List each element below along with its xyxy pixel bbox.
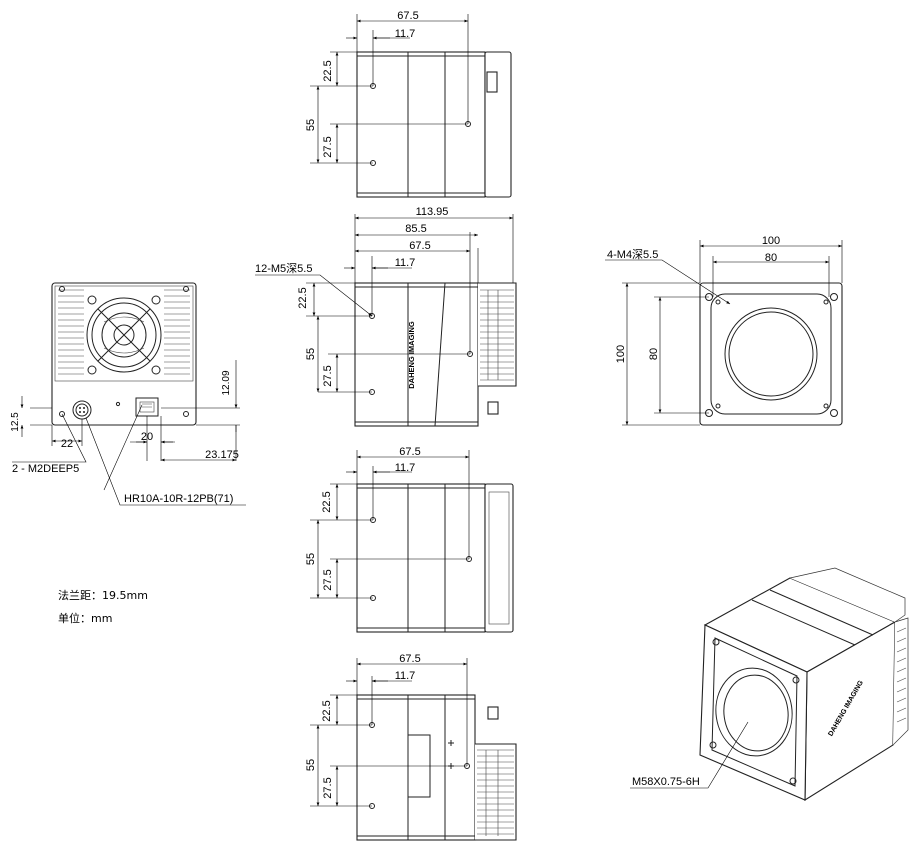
dim-80-w: 80 (765, 252, 777, 264)
dim-67-5: 67.5 (397, 10, 418, 22)
dim-67-5-bottom: 67.5 (399, 446, 420, 458)
dim-12-09: 12.09 (221, 370, 232, 395)
dim-11-7: 11.7 (395, 28, 416, 40)
fan-icon (86, 295, 162, 375)
led-icon (115, 401, 121, 407)
callout-m2: 2 - M2DEEP5 (12, 463, 79, 475)
dim-67-5-side: 67.5 (409, 240, 430, 252)
flange-distance-note: 法兰距：19.5mm (58, 589, 148, 602)
dim-12-5: 12.5 (10, 412, 21, 432)
screw-icon (823, 299, 829, 305)
dim-27-5-base: 27.5 (322, 777, 334, 798)
screw-icon (183, 411, 189, 417)
dim-67-5-base: 67.5 (399, 653, 420, 665)
screw-icon (792, 676, 800, 684)
screw-icon (789, 777, 797, 785)
dim-22-5-bottom: 22.5 (321, 491, 333, 512)
screw-icon (709, 741, 717, 749)
dim-22-5-side: 22.5 (297, 287, 309, 308)
top-view: 67.5 11.7 22.5 55 27.5 (305, 10, 512, 198)
dim-55-bottom: 55 (305, 553, 317, 565)
screw-icon (715, 403, 721, 409)
dim-100-h: 100 (615, 345, 627, 363)
dim-11-7-bottom: 11.7 (395, 462, 416, 474)
fin (478, 282, 517, 387)
dim-27-5-side: 27.5 (322, 365, 334, 386)
dim-11-7-side: 11.7 (395, 257, 416, 269)
dim-22: 22 (61, 438, 73, 450)
screw-icon (59, 286, 65, 292)
screw-icon (712, 638, 720, 646)
back-view: 12.5 22 20 23.175 12.09 2 - M2DEEP5 HR10… (10, 282, 246, 506)
callout-hr10a: HR10A-10R-12PB(71) (124, 493, 233, 505)
dim-22-5-base: 22.5 (321, 700, 333, 721)
screw-icon (823, 403, 829, 409)
dim-22-5: 22.5 (322, 60, 334, 81)
front-view: 100 80 100 80 4-M4深5.5 (605, 235, 843, 426)
logo: DAHENG IMAGING (407, 321, 416, 389)
units-note: 单位：mm (58, 612, 113, 625)
dim-85-5: 85.5 (405, 223, 426, 235)
dim-80-h: 80 (648, 348, 660, 360)
dim-27-5: 27.5 (322, 136, 334, 157)
iso-heatsink-fins (789, 567, 909, 746)
callout-m4: 4-M4深5.5 (607, 248, 658, 261)
dim-55-side: 55 (305, 348, 317, 360)
screw-icon (183, 286, 189, 292)
dim-113-95: 113.95 (416, 206, 449, 218)
dim-55: 55 (305, 119, 317, 131)
screw-icon (59, 411, 65, 417)
m4-hole-icon (830, 409, 838, 417)
side-view: DAHENG IMAGING 113.95 85.5 67.5 11.7 22.… (255, 206, 517, 427)
dim-100-w: 100 (762, 235, 780, 247)
callout-m58: M58X0.75-6H (632, 776, 700, 788)
fin (485, 750, 499, 836)
base-view: 67.5 11.7 22.5 55 27.5 (305, 653, 517, 841)
dim-55-base: 55 (305, 759, 317, 771)
m4-hole-icon (830, 293, 838, 301)
isometric-view: DAHENG IMAGING M58X0.75-6H (630, 567, 909, 802)
callout-m5: 12-M5深5.5 (255, 262, 312, 275)
bottom-view: 67.5 11.7 22.5 55 27.5 (305, 446, 514, 633)
dim-20: 20 (141, 431, 153, 443)
dim-11-7-base: 11.7 (395, 670, 416, 682)
side-heatsink-fins (478, 282, 517, 387)
base-heatsink-fins (475, 743, 517, 841)
back-heatsink-fins (58, 289, 190, 375)
fin (487, 290, 499, 380)
screw-icon (715, 299, 721, 305)
dim-23-175: 23.175 (205, 449, 239, 461)
dim-27-5-bottom: 27.5 (322, 569, 334, 590)
